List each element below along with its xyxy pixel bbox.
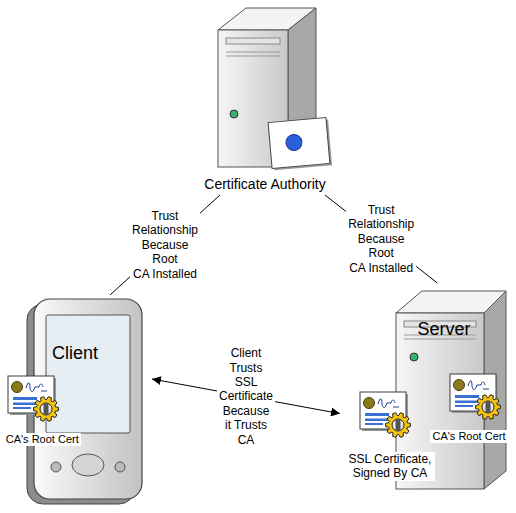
seal-center: [392, 419, 404, 431]
text-bar: [365, 413, 389, 416]
root-certificate: CA's Root Cert: [428, 372, 510, 450]
signature-squiggle: [468, 381, 489, 390]
seal-stripe: [396, 419, 401, 431]
seal-gear: [476, 395, 501, 420]
node-label: CA's Root Cert: [430, 430, 507, 443]
certificate-emblem: [454, 380, 465, 391]
node-label: CA's Root Cert: [4, 433, 81, 446]
node-label: SSL Certificate, Signed By CA: [345, 452, 435, 481]
device-button: [72, 454, 104, 476]
seal-gear: [34, 397, 59, 422]
device-screen: [46, 315, 130, 433]
text-bar: [13, 407, 31, 409]
edge-label-holder: Trust Relationship Because Root CA Insta…: [130, 209, 200, 281]
root-certificate: CA's Root Cert: [2, 373, 83, 453]
edge-label: Trust Relationship Because Root CA Insta…: [130, 209, 200, 281]
connector: [325, 195, 437, 283]
device-body: [34, 299, 142, 499]
certificate-card: [268, 117, 332, 170]
node-label: Server: [417, 319, 470, 341]
seal-center: [40, 403, 52, 415]
text-bar: [365, 423, 383, 425]
certificate-emblem: [12, 382, 23, 393]
connector: [110, 195, 220, 295]
seal-center: [482, 401, 494, 413]
power-led: [230, 110, 238, 118]
device-button: [115, 462, 125, 472]
node-label: Certificate Authority: [204, 176, 325, 193]
seal-gear: [386, 413, 411, 438]
certificate-authority-server: Certificate Authority: [190, 2, 340, 195]
node-label: Client: [52, 343, 98, 365]
seal-stripe: [44, 403, 49, 415]
signature-squiggle: [378, 399, 399, 408]
certificate-emblem: [364, 398, 375, 409]
seal-stripe: [486, 401, 491, 413]
vent-line: [226, 52, 280, 53]
power-led: [410, 353, 418, 361]
card-body: [268, 118, 330, 169]
edge-label-holder: Client Trusts SSL Certificate Because it…: [217, 346, 275, 447]
text-bar: [13, 397, 37, 400]
vent-line: [226, 56, 280, 57]
edge-label: Trust Relationship Because Root CA Insta…: [346, 203, 416, 275]
drive-bay: [226, 38, 280, 44]
text-bar: [455, 395, 479, 398]
certificate-authority-server-outline: [190, 2, 340, 195]
ssl-certificate-outline: [340, 390, 440, 508]
signature-squiggle: [26, 383, 47, 392]
edge-label: Client Trusts SSL Certificate Because it…: [217, 346, 275, 447]
text-bar: [455, 405, 473, 407]
device-button: [51, 462, 61, 472]
ssl-certificate: SSL Certificate, Signed By CA: [340, 390, 440, 508]
card-seal: [285, 134, 302, 151]
edge-label-holder: Trust Relationship Because Root CA Insta…: [346, 203, 416, 275]
